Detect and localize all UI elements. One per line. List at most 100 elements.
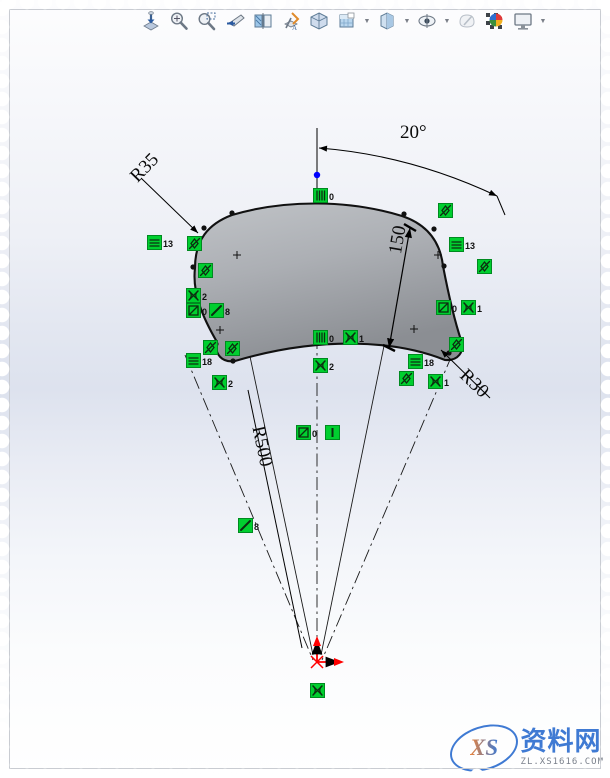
radial-dimension-R500-leader xyxy=(247,389,303,649)
relation-glyph-fix xyxy=(186,303,201,318)
right-radial-centerline xyxy=(321,354,453,661)
r35-center-mark xyxy=(233,251,241,259)
relation-glyph-coincident xyxy=(461,300,476,315)
relation-glyph-fix xyxy=(296,425,311,440)
relation-glyph-equal xyxy=(449,237,464,252)
relation-glyph-tangent xyxy=(203,340,218,355)
left-radial-centerline xyxy=(184,354,314,661)
watermark-xs-oval: XS xyxy=(443,716,524,778)
relation-fix-icon[interactable]: 0 xyxy=(296,425,317,440)
relation-coincident-icon[interactable]: 2 xyxy=(313,358,334,373)
relation-equal-icon[interactable]: 18 xyxy=(408,354,434,369)
relation-glyph-equal xyxy=(147,235,162,250)
relation-coincident-icon[interactable]: 2 xyxy=(212,375,233,390)
relation-glyph-coincident xyxy=(186,288,201,303)
view-orientation-screen-icon[interactable] xyxy=(510,8,536,34)
relation-count-label: 8 xyxy=(254,522,260,532)
watermark-cn-text: 资料网 xyxy=(520,727,602,757)
relation-glyph-fix xyxy=(436,300,451,315)
relation-tangent-icon[interactable] xyxy=(203,340,218,355)
section-view-icon[interactable] xyxy=(250,8,276,34)
relation-count-label: 2 xyxy=(202,292,208,302)
relation-glyph-coincident xyxy=(343,330,358,345)
relation-glyph-tangent xyxy=(438,203,453,218)
relation-coincident-icon[interactable]: 1 xyxy=(428,374,449,389)
relation-glyph-equal xyxy=(186,353,201,368)
relation-count-label: 2 xyxy=(228,379,234,389)
relation-tangent-icon[interactable] xyxy=(187,236,202,251)
relation-fix-icon[interactable]: 0 xyxy=(436,300,457,315)
relation-tangent-icon[interactable] xyxy=(438,203,453,218)
relation-collinear-icon[interactable]: 8 xyxy=(238,518,259,533)
display-style-isometric-icon[interactable] xyxy=(306,8,332,34)
zoom-to-area-icon[interactable] xyxy=(166,8,192,34)
origin-arrowheads xyxy=(313,636,344,666)
relation-glyph-vertical xyxy=(313,188,328,203)
radial-dimension-R35-leader xyxy=(140,177,199,234)
relation-count-label: 18 xyxy=(202,357,213,367)
watermark-xs-text: XS xyxy=(469,735,498,761)
relation-fix-icon[interactable]: 0 xyxy=(186,303,207,318)
relation-glyph-equal xyxy=(408,354,423,369)
relation-glyph-vertical-bar xyxy=(325,425,340,440)
relation-count-label: 18 xyxy=(424,358,435,368)
chevron-down-icon[interactable]: ▼ xyxy=(539,17,547,25)
relation-coincident-icon[interactable]: 1 xyxy=(343,330,364,345)
relation-glyph-collinear xyxy=(209,303,224,318)
chevron-down-icon[interactable]: ▼ xyxy=(443,17,451,25)
relation-vertical-bar-icon[interactable] xyxy=(325,425,340,440)
relation-count-label: 1 xyxy=(477,304,483,314)
relation-equal-icon[interactable]: 18 xyxy=(186,353,212,368)
edit-appearance-icon[interactable] xyxy=(454,8,480,34)
relation-equal-icon[interactable]: 13 xyxy=(449,237,475,252)
zoom-in-out-icon[interactable] xyxy=(194,8,220,34)
relation-glyph-tangent xyxy=(449,337,464,352)
relation-count-label: 0 xyxy=(329,192,335,202)
chevron-down-icon[interactable]: ▼ xyxy=(403,17,411,25)
relation-count-label: 2 xyxy=(329,362,335,372)
display-style-shaded-icon[interactable] xyxy=(334,8,360,34)
relation-glyph-tangent xyxy=(198,263,213,278)
apply-scene-icon[interactable] xyxy=(482,8,508,34)
dimension-angle-20[interactable]: 20° xyxy=(400,122,427,143)
relation-tangent-icon[interactable] xyxy=(477,259,492,274)
relation-glyph-vertical xyxy=(313,330,328,345)
relation-count-label: 8 xyxy=(225,307,231,317)
view-orientation-icon[interactable]: A xyxy=(278,8,304,34)
relation-glyph-coincident xyxy=(212,375,227,390)
relation-glyph-tangent xyxy=(477,259,492,274)
relation-vertical-icon[interactable]: 0 xyxy=(313,330,334,345)
relation-glyph-coincident xyxy=(310,683,325,698)
relation-glyph-tangent xyxy=(399,371,414,386)
relation-count-label: 1 xyxy=(359,334,365,344)
relation-collinear-icon[interactable]: 8 xyxy=(209,303,230,318)
relation-equal-icon[interactable]: 13 xyxy=(147,235,173,250)
relation-count-label: 0 xyxy=(452,304,458,314)
relation-tangent-icon[interactable] xyxy=(225,341,240,356)
relation-tangent-icon[interactable] xyxy=(449,337,464,352)
relation-glyph-collinear xyxy=(238,518,253,533)
watermark-logo: XS 资料网 ZL.XS1616.COM xyxy=(443,716,604,778)
relation-tangent-icon[interactable] xyxy=(198,263,213,278)
chevron-down-icon[interactable]: ▼ xyxy=(363,17,371,25)
relation-coincident-icon[interactable]: 1 xyxy=(461,300,482,315)
relation-count-label: 0 xyxy=(202,307,208,317)
svg-text:A: A xyxy=(292,24,297,32)
zoom-to-fit-icon[interactable] xyxy=(138,8,164,34)
relation-vertical-icon[interactable]: 0 xyxy=(313,188,334,203)
relation-glyph-tangent xyxy=(225,341,240,356)
relation-tangent-icon[interactable] xyxy=(399,371,414,386)
r30-center-mark xyxy=(410,325,418,333)
relation-glyph-coincident xyxy=(313,358,328,373)
view-settings-icon[interactable] xyxy=(414,8,440,34)
relation-coincident-icon[interactable] xyxy=(310,683,325,698)
relation-coincident-icon[interactable]: 2 xyxy=(186,288,207,303)
relation-count-label: 0 xyxy=(312,429,318,439)
previous-view-icon[interactable] xyxy=(222,8,248,34)
hide-show-items-icon[interactable] xyxy=(374,8,400,34)
heads-up-view-toolbar[interactable]: A ▼ ▼ ▼ xyxy=(138,6,548,36)
radial-dimension-R30-leader xyxy=(440,349,491,399)
linear-dimension-150 xyxy=(382,222,417,353)
